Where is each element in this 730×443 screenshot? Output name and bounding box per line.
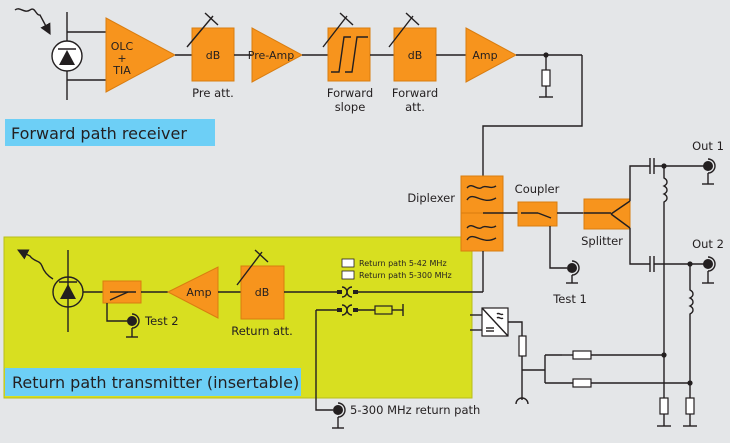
- forward-slope-label-1: Forward: [327, 86, 373, 100]
- return-coupler: [102, 280, 142, 304]
- fuse-icon: [518, 335, 527, 357]
- laser-diode-icon: [16, 249, 84, 332]
- legend-5-300-mhz: Return path 5-300 MHz: [359, 271, 452, 280]
- bottom-resistors-icon: [657, 397, 697, 427]
- photodiode-icon: [14, 8, 106, 100]
- jumper-connector-2-icon: [337, 304, 358, 316]
- forward-slope-equalizer: Forward slope: [322, 12, 373, 114]
- out2-label: Out 2: [692, 237, 724, 251]
- fuse-line2-icon: [545, 378, 690, 388]
- splitter: Splitter: [581, 198, 631, 248]
- forward-amp: Amp: [465, 27, 518, 83]
- pre-amp: Pre-Amp: [248, 27, 304, 83]
- return-att-label: Return att.: [231, 324, 293, 338]
- pre-amp-label: Pre-Amp: [248, 49, 294, 62]
- forward-path-title-bar: [5, 119, 215, 146]
- tia-label: TIA: [112, 64, 131, 77]
- return-path-title-bar: [5, 368, 301, 396]
- return-port-connector-icon: [332, 402, 346, 429]
- pre-att-db: dB: [206, 49, 221, 62]
- fuse-line1-icon: [545, 350, 664, 360]
- forward-att-db: dB: [408, 49, 423, 62]
- return-amp: Amp: [166, 266, 219, 319]
- legend-icon-5-300: [341, 270, 355, 280]
- pre-att-label: Pre att.: [192, 86, 234, 100]
- jumper-legend: Return path 5-42 MHz Return path 5-300 M…: [341, 258, 452, 280]
- return-amp-label: Amp: [186, 286, 211, 299]
- forward-path-title: Forward path receiver: [11, 124, 187, 143]
- capacitor-out2-icon: [649, 256, 655, 272]
- legend-5-42-mhz: Return path 5-42 MHz: [359, 259, 447, 268]
- forward-attenuator: dB Forward att.: [388, 12, 438, 114]
- power-supply-icon: [470, 307, 509, 337]
- test2-label: Test 2: [144, 314, 179, 328]
- plus-label: +: [117, 52, 126, 65]
- return-port-label: 5-300 MHz return path: [350, 403, 480, 417]
- diplexer-label: Diplexer: [407, 191, 455, 205]
- out2-connector-icon: [702, 256, 716, 284]
- olc-tia-amplifier: OLC + TIA: [105, 17, 177, 93]
- return-path-title: Return path transmitter (insertable): [12, 373, 299, 392]
- diplexer: Diplexer: [407, 175, 504, 252]
- olc-label: OLC: [111, 40, 134, 53]
- forward-slope-label-2: slope: [335, 100, 366, 114]
- jumper-termination-icon: [358, 304, 404, 316]
- forward-amp-label: Amp: [472, 49, 497, 62]
- out1-connector-icon: [702, 158, 716, 185]
- inductor-out2-icon: [688, 264, 694, 400]
- forward-att-label-2: att.: [405, 100, 425, 114]
- test1-connector-icon: [566, 260, 580, 284]
- legend-icon-5-42: [341, 258, 355, 268]
- coupler: Coupler: [515, 182, 560, 227]
- test2-connector-icon: [126, 313, 140, 338]
- pre-attenuator: dB Pre att.: [186, 12, 235, 100]
- inductor-out1-icon: [662, 166, 668, 400]
- return-attenuator: dB Return att.: [231, 249, 293, 338]
- test1-label: Test 1: [552, 292, 587, 306]
- termination-resistor-icon: [539, 55, 553, 98]
- forward-att-label-1: Forward: [392, 86, 438, 100]
- jumper-connector-1-icon: [337, 286, 358, 298]
- capacitor-out1-icon: [649, 158, 655, 174]
- splitter-label: Splitter: [581, 234, 623, 248]
- out1-label: Out 1: [692, 139, 724, 153]
- coupler-label: Coupler: [515, 182, 560, 196]
- return-att-db: dB: [255, 286, 270, 299]
